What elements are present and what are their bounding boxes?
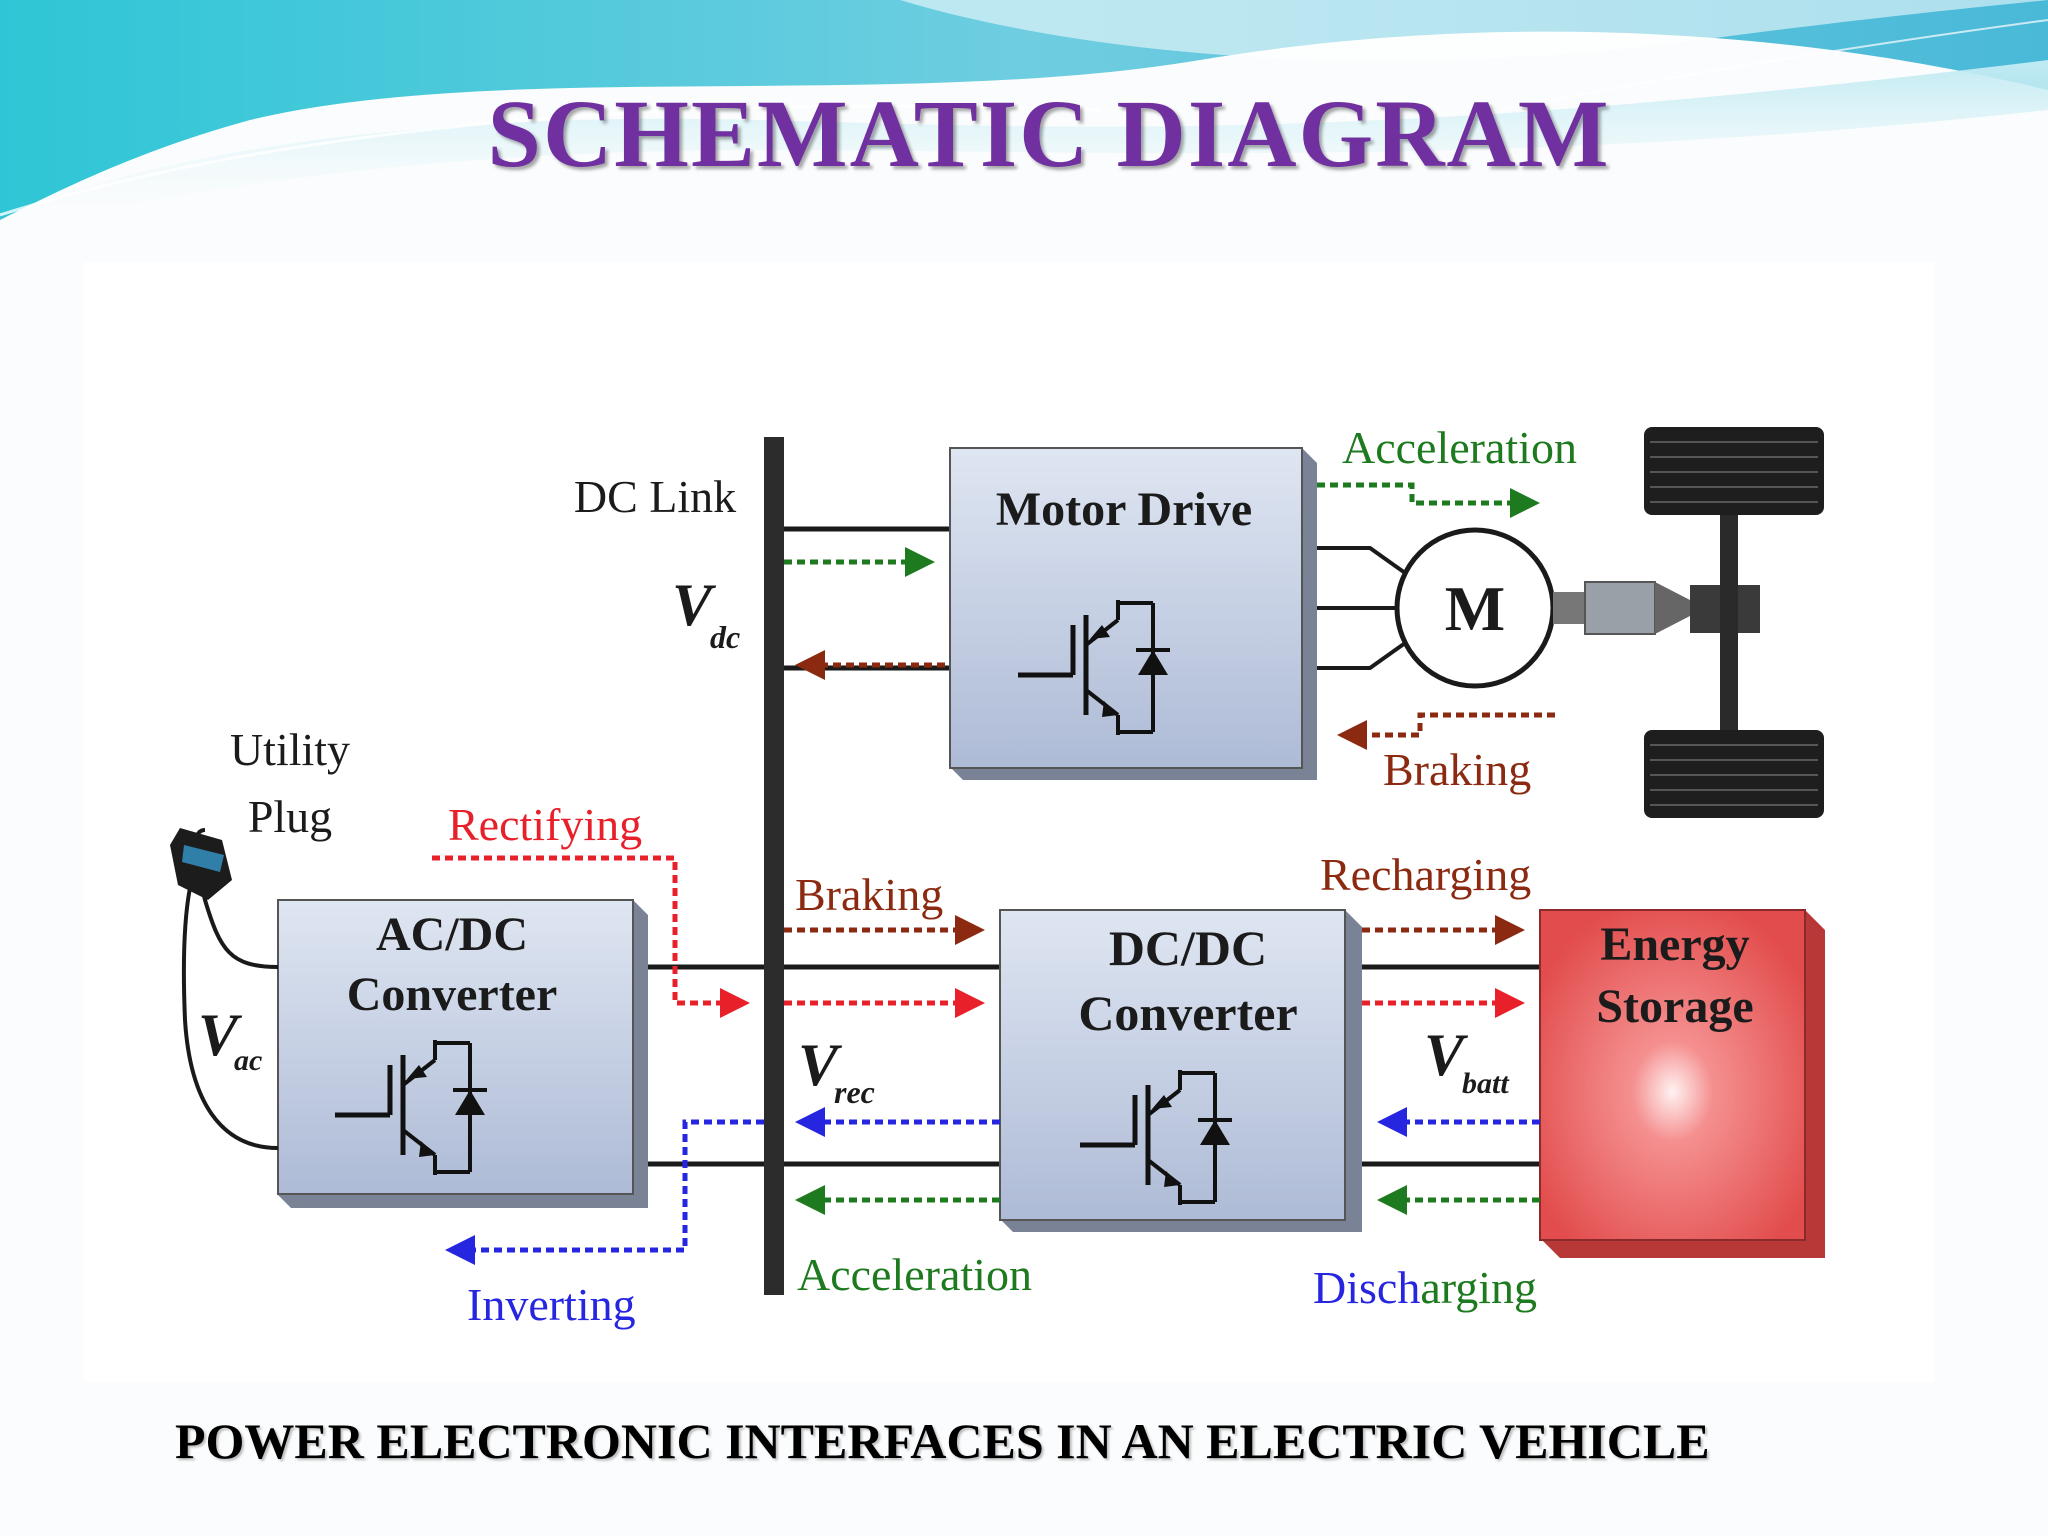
vbatt-sub: batt bbox=[1462, 1067, 1510, 1100]
dcdc-label-line2: Converter bbox=[1078, 985, 1297, 1041]
accel-drive-to-wheel-arrow bbox=[1317, 482, 1540, 518]
dcdc-converter-block bbox=[999, 909, 1362, 1232]
energy-storage-label-line2: Storage bbox=[1596, 980, 1753, 1033]
acdc-bus-wires bbox=[646, 964, 764, 1167]
utility-plug-icon bbox=[170, 828, 279, 1150]
vrec-sub: rec bbox=[834, 1074, 875, 1110]
acdc-label-line1: AC/DC bbox=[376, 908, 528, 961]
utility-plug-label-line2: Plug bbox=[248, 791, 332, 842]
discharging-label: Discharging bbox=[1313, 1262, 1537, 1313]
motor-drive-block bbox=[949, 447, 1317, 780]
slide-caption: POWER ELECTRONIC INTERFACES IN AN ELECTR… bbox=[175, 1413, 1710, 1469]
brake-wheel-to-drive-arrow bbox=[1337, 712, 1555, 750]
acdc-label-line2: Converter bbox=[347, 968, 558, 1021]
acceleration-bottom-label: Acceleration bbox=[797, 1249, 1032, 1300]
vac-main: V bbox=[198, 1002, 243, 1068]
recharging-label: Recharging bbox=[1320, 849, 1531, 900]
drive-motor-wires bbox=[1315, 546, 1410, 670]
dcdc-storage-wires bbox=[1362, 964, 1540, 1167]
inverting-arrow bbox=[445, 1119, 764, 1265]
energy-storage-label-line1: Energy bbox=[1600, 918, 1749, 971]
rectifying-label: Rectifying bbox=[448, 799, 642, 850]
rectifying-arrow bbox=[432, 855, 750, 1018]
discharging-label-blue: Disch bbox=[1313, 1262, 1420, 1313]
vrec-main: V bbox=[798, 1032, 843, 1098]
vbatt-main: V bbox=[1424, 1022, 1469, 1088]
acceleration-top-label: Acceleration bbox=[1342, 422, 1577, 473]
vdc-sub: dc bbox=[710, 619, 740, 655]
acdc-converter-block bbox=[277, 899, 648, 1208]
vbatt-label: V batt bbox=[1424, 1022, 1510, 1100]
vac-sub: ac bbox=[234, 1044, 262, 1077]
discharging-label-green: arging bbox=[1420, 1262, 1537, 1313]
vdc-main: V bbox=[672, 572, 717, 638]
slide-title: SCHEMATIC DIAGRAM bbox=[487, 80, 1611, 187]
motor-drive-label: Motor Drive bbox=[996, 483, 1252, 536]
energy-storage-block bbox=[1539, 909, 1825, 1258]
braking-top-label: Braking bbox=[1383, 744, 1531, 795]
vrec-label: V rec bbox=[798, 1032, 875, 1110]
bus-dcdc-wires bbox=[784, 964, 1000, 1167]
inverting-label: Inverting bbox=[467, 1279, 636, 1330]
motor-label: M bbox=[1445, 573, 1505, 644]
bus-motor-wires bbox=[784, 526, 950, 671]
dcdc-label-line1: DC/DC bbox=[1109, 920, 1267, 976]
drivetrain-icon bbox=[1553, 427, 1824, 818]
dc-link-bus bbox=[764, 437, 784, 1295]
vac-label: V ac bbox=[198, 1002, 262, 1077]
utility-plug-label-line1: Utility bbox=[230, 724, 350, 775]
vdc-label: V dc bbox=[672, 572, 740, 655]
braking-mid-label: Braking bbox=[795, 869, 943, 920]
dc-link-label: DC Link bbox=[574, 471, 736, 522]
